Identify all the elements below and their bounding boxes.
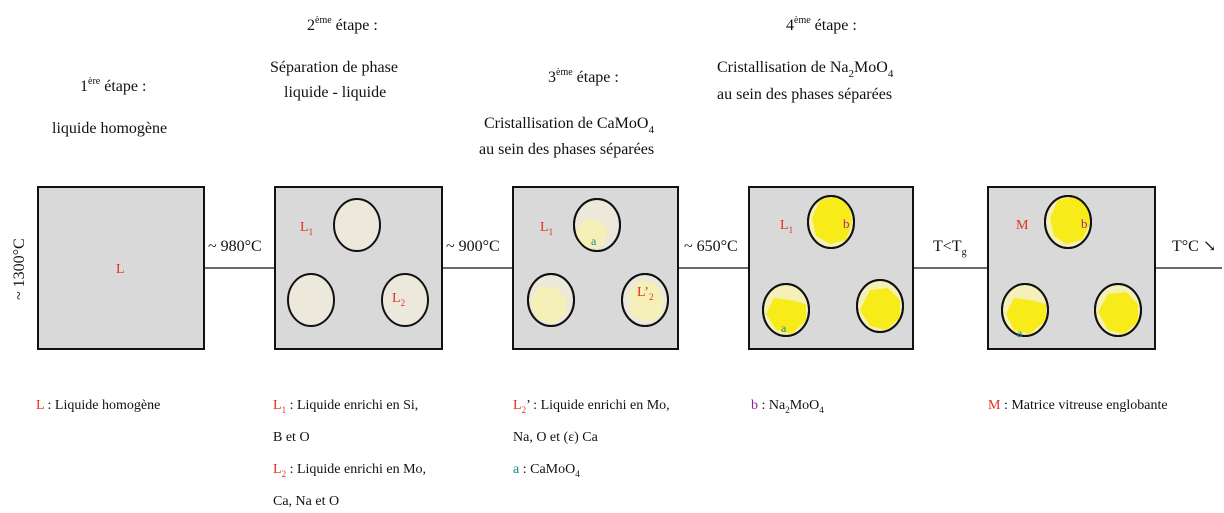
legend-L2-line2: Ca, Na et O — [273, 494, 339, 509]
stage-4-description-line2: au sein des phases séparées — [717, 86, 892, 103]
droplet — [287, 273, 335, 327]
legend-L1-line2: B et O — [273, 430, 310, 445]
temperature-decreasing: T°C ↘ — [1172, 238, 1216, 255]
droplet-outline — [856, 279, 904, 333]
temperature-650: ~ 650°C — [684, 238, 738, 255]
stage-1-box — [37, 186, 205, 350]
temperature-900: ~ 900°C — [446, 238, 500, 255]
label-L1: L1 — [300, 220, 313, 237]
na2moo4-crystal — [766, 298, 806, 334]
temperature-tg: T<Tg — [933, 238, 967, 258]
legend-L: L : Liquide homogène — [36, 398, 160, 413]
stage-3-description-line1: Cristallisation de CaMoO4 — [484, 115, 654, 136]
droplet-outline — [762, 283, 810, 337]
droplet — [381, 273, 429, 327]
camoo4-crystal — [628, 280, 664, 322]
stage-1-description: liquide homogène — [52, 120, 167, 137]
droplet-outline — [1044, 195, 1092, 249]
label-b: b — [843, 216, 850, 231]
na2moo4-crystal — [812, 197, 852, 244]
droplet-outline — [807, 195, 855, 249]
legend-a: a : CaMoO4 — [513, 462, 580, 479]
stage-1-title: 1ère étape : — [80, 76, 146, 95]
label-a: a — [781, 321, 787, 335]
stage-3-title: 3ème étape : — [548, 67, 619, 86]
camoo4-crystal — [530, 286, 566, 324]
label-L2-prime: L’2 — [637, 285, 653, 302]
label-L: L — [116, 262, 125, 277]
na2moo4-crystal — [1098, 292, 1138, 334]
stage-4-description-line1: Cristallisation de Na2MoO4 — [717, 59, 894, 80]
stage-2-description-line1: Séparation de phase — [270, 59, 398, 76]
legend-L2-prime-line2: Na, O et (ε) Ca — [513, 430, 599, 445]
na2moo4-crystal — [1006, 298, 1046, 334]
label-a: a — [591, 234, 597, 248]
label-L1: L1 — [780, 218, 793, 235]
stage-4-title: 4ème étape : — [786, 15, 857, 34]
droplet-outline — [1001, 283, 1049, 337]
droplet-outline — [621, 273, 669, 327]
camoo4-crystal — [576, 218, 608, 249]
legend-L2-prime: L2’ : Liquide enrichi en Mo, — [513, 398, 670, 415]
droplet-outline — [527, 273, 575, 327]
droplet-outline — [1094, 283, 1142, 337]
droplet — [333, 198, 381, 252]
legend-b: b : Na2MoO4 — [751, 398, 824, 415]
legend-L1: L1 : Liquide enrichi en Si, — [273, 398, 418, 415]
start-temperature: ~ 1300°C — [11, 238, 28, 300]
label-b: b — [1081, 216, 1088, 231]
temperature-980: ~ 980°C — [208, 238, 262, 255]
stage-2-description-line2: liquide - liquide — [284, 84, 386, 101]
label-a: a — [1017, 326, 1023, 340]
stage-3-description-line2: au sein des phases séparées — [479, 141, 654, 158]
legend-L2: L2 : Liquide enrichi en Mo, — [273, 462, 426, 479]
droplet-outline — [573, 198, 621, 252]
label-L2: L2 — [392, 291, 405, 308]
label-M: M — [1016, 218, 1029, 233]
na2moo4-crystal — [1050, 197, 1090, 244]
stage-2-title: 2ème étape : — [307, 15, 378, 34]
na2moo4-crystal — [860, 288, 900, 330]
label-L1: L1 — [540, 220, 553, 237]
legend-M: M : Matrice vitreuse englobante — [988, 398, 1168, 413]
